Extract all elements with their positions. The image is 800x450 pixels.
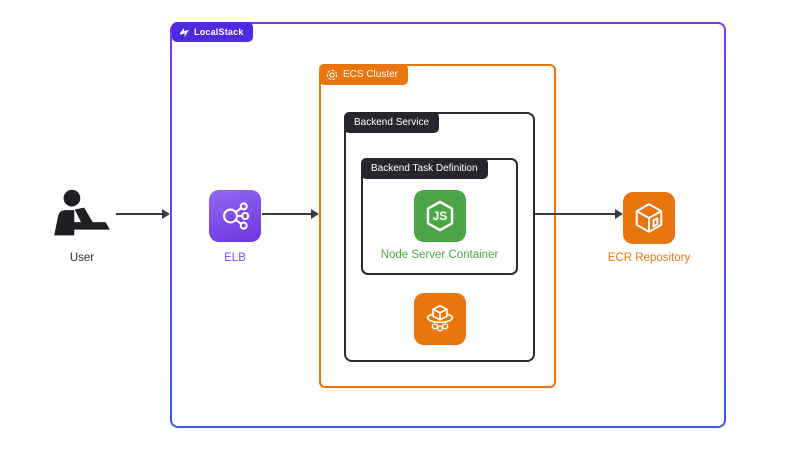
localstack-badge: LocalStack	[172, 22, 253, 42]
arrow-service-to-ecr	[535, 209, 623, 219]
load-balancer-icon	[222, 202, 250, 230]
backend-service-label-text: Backend Service	[354, 117, 430, 128]
localstack-logo-icon	[180, 27, 189, 37]
svg-text:JS: JS	[433, 209, 448, 223]
nodejs-icon: JS	[414, 190, 466, 242]
node-server-caption: Node Server Container	[380, 249, 499, 261]
task-definition-label: Backend Task Definition	[361, 158, 488, 179]
nodejs-hexagon-icon: JS	[426, 200, 454, 232]
localstack-label: LocalStack	[194, 27, 244, 37]
task-definition-label-text: Backend Task Definition	[371, 163, 478, 174]
ecr-cube-icon	[635, 203, 663, 233]
ecs-service-icon	[414, 293, 466, 345]
ecr-caption: ECR Repository	[607, 252, 691, 264]
arrow-elb-to-cluster	[262, 209, 319, 219]
user-at-laptop-icon	[54, 189, 110, 236]
ecs-cluster-ring-icon	[326, 69, 338, 80]
user-caption: User	[69, 252, 95, 264]
elb-icon	[209, 190, 261, 242]
ecs-cluster-label-text: ECS Cluster	[343, 69, 399, 80]
ecs-cluster-label: ECS Cluster	[319, 64, 409, 85]
user-icon	[52, 188, 112, 242]
elb-caption: ELB	[224, 252, 246, 264]
arrow-user-to-localstack	[116, 209, 170, 219]
backend-service-label: Backend Service	[344, 112, 440, 133]
ecs-cube-ellipse-icon	[426, 304, 454, 332]
ecr-icon	[623, 192, 675, 244]
ecs-cluster-box	[319, 64, 556, 388]
